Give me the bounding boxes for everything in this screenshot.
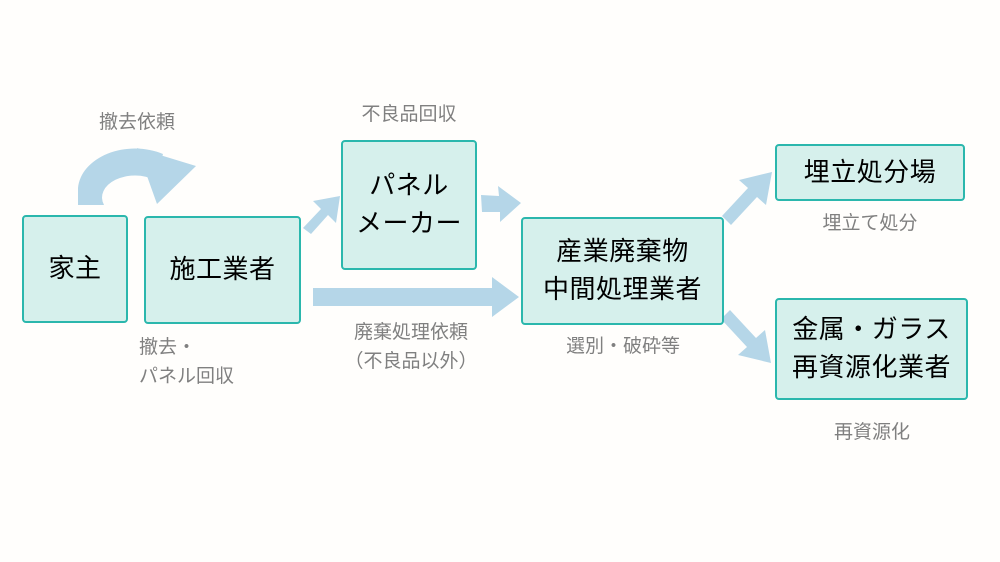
arrow-contractor-to-waste-processor	[313, 277, 519, 317]
arrow-panel-maker-to-waste-processor	[481, 186, 521, 222]
caption-disposal-request: 廃棄処理依頼 （不良品以外）	[321, 318, 501, 377]
node-panel-maker[interactable]: パネル メーカー	[341, 140, 477, 270]
node-homeowner-label-1: 家主	[48, 253, 102, 284]
caption-defect-collection-line-1: 不良品回収	[361, 104, 457, 125]
caption-landfill-disposal: 埋立て処分	[790, 209, 950, 238]
node-panel-maker-label-2: メーカー	[355, 208, 462, 238]
caption-removal-panel-collection-line-1: 撤去・	[139, 337, 197, 358]
caption-landfill-disposal-line-1: 埋立て処分	[822, 213, 918, 234]
node-recycler-label-1: 金属・ガラス	[792, 314, 951, 345]
arrow-waste-processor-to-recycler	[721, 310, 771, 363]
node-waste-processor[interactable]: 産業廃棄物 中間処理業者	[521, 217, 724, 325]
node-landfill[interactable]: 埋立処分場	[775, 144, 965, 201]
caption-defect-collection: 不良品回収	[327, 100, 491, 129]
node-waste-processor-label-1: 産業廃棄物	[556, 236, 689, 267]
caption-recycling-line-1: 再資源化	[833, 422, 910, 443]
arrow-waste-processor-to-landfill	[722, 172, 772, 225]
caption-sorting-crushing-line-1: 選別・破砕等	[565, 336, 680, 357]
caption-disposal-request-line-1: 廃棄処理依頼	[353, 322, 468, 343]
arrow-homeowner-to-contractor	[78, 148, 196, 205]
caption-sorting-crushing: 選別・破砕等	[533, 332, 713, 361]
caption-removal-request: 撤去依頼	[62, 108, 212, 137]
node-contractor[interactable]: 施工業者	[144, 216, 301, 324]
caption-recycling: 再資源化	[792, 418, 952, 447]
node-contractor-label-1: 施工業者	[169, 254, 276, 285]
node-landfill-label-1: 埋立処分場	[803, 156, 937, 187]
node-panel-maker-label-1: パネル	[369, 170, 449, 201]
node-homeowner[interactable]: 家主	[22, 215, 128, 323]
caption-disposal-request-line-2: （不良品以外）	[344, 351, 478, 373]
caption-removal-panel-collection-line-2: パネル回収	[139, 366, 235, 388]
caption-removal-request-line-1: 撤去依頼	[98, 112, 175, 133]
node-recycler[interactable]: 金属・ガラス 再資源化業者	[775, 298, 968, 400]
node-recycler-label-2: 再資源化業者	[791, 352, 951, 382]
node-waste-processor-label-2: 中間処理業者	[542, 274, 702, 304]
caption-removal-panel-collection: 撤去・ パネル回収	[139, 333, 309, 392]
arrow-contractor-to-panel-maker	[303, 196, 340, 234]
